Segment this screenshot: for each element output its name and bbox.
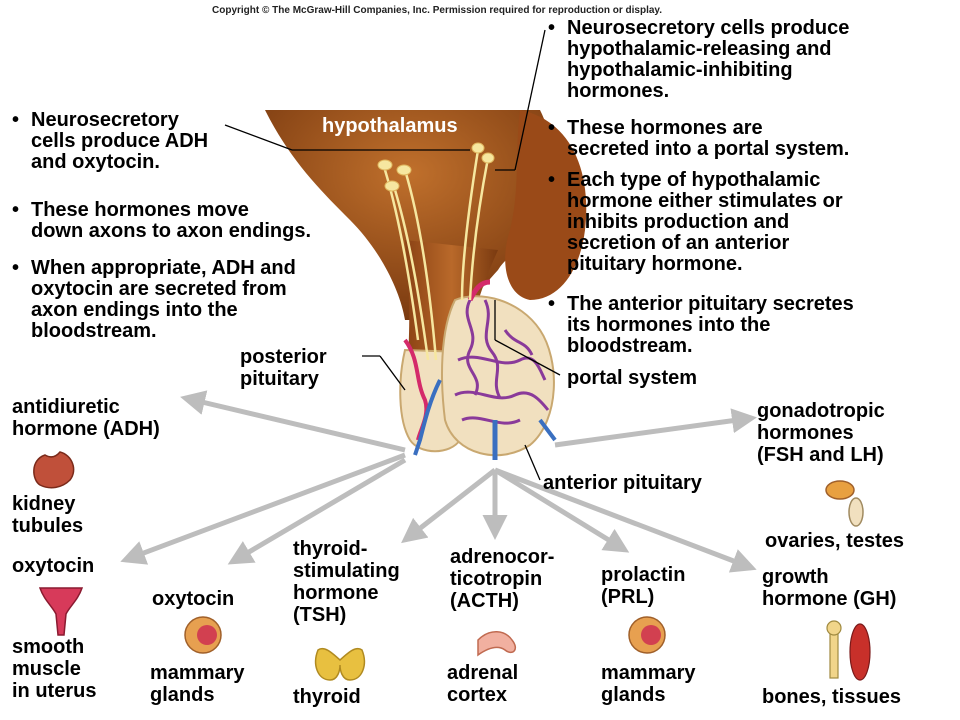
hormone-label-oxytocin-mammary: oxytocin	[152, 588, 235, 610]
copyright-notice: Copyright © The McGraw-Hill Companies, I…	[212, 5, 663, 16]
anterior-pituitary-label: anterior pituitary	[543, 472, 702, 494]
adrenal-cortex-icon	[477, 631, 517, 657]
target-label-mammary-1: mammary glands	[150, 662, 245, 706]
right-note-2: •These hormones are secreted into a port…	[548, 117, 850, 160]
hormone-label-adh: antidiuretic hormone (ADH)	[12, 396, 160, 440]
chiasm-lobe	[505, 110, 587, 300]
hypothalamus-label: hypothalamus	[322, 115, 458, 137]
mammary-gland-icon-2	[628, 616, 666, 654]
target-label-thyroid: thyroid	[293, 686, 361, 708]
hormone-label-oxytocin-uterus: oxytocin	[12, 555, 95, 577]
right-note-4: •The anterior pituitary secretes its hor…	[548, 293, 854, 357]
hormone-arrows	[120, 390, 757, 573]
target-label-kidney: kidney tubules	[12, 493, 84, 537]
target-label-adrenal: adrenal cortex	[447, 662, 519, 706]
uterus-icon	[38, 587, 84, 636]
portal-capillaries	[454, 299, 550, 425]
portal-system-label: portal system	[567, 367, 698, 389]
target-label-uterus: smooth muscle in uterus	[12, 636, 97, 702]
posterior-pituitary-label: posterior pituitary	[240, 346, 327, 390]
anterior-vein-branch	[538, 418, 557, 442]
left-note-3: •When appropriate, ADH and oxytocin are …	[12, 257, 296, 342]
target-label-mammary-2: mammary glands	[601, 662, 696, 706]
neurosecretory-axons	[383, 149, 490, 361]
infundibulum	[405, 240, 498, 360]
mammary-gland-icon-1	[184, 616, 222, 654]
target-label-bones: bones, tissues	[762, 686, 901, 708]
ovary-testis-icon	[825, 480, 864, 527]
hormone-label-gonadotropic: gonadotropic hormones (FSH and LH)	[757, 400, 885, 466]
right-note-3: •Each type of hypothalamic hormone eithe…	[548, 169, 843, 275]
target-label-gonads: ovaries, testes	[765, 530, 904, 552]
hormone-label-prl: prolactin (PRL)	[601, 564, 686, 608]
bone-muscle-icon	[826, 620, 871, 681]
posterior-vein	[413, 379, 442, 456]
hormone-label-tsh: thyroid- stimulating hormone (TSH)	[293, 538, 400, 626]
left-note-1: •Neurosecretory cells produce ADH and ox…	[12, 109, 209, 173]
hormone-label-gh: growth hormone (GH)	[762, 566, 897, 610]
leader-lines	[224, 29, 561, 481]
hormone-label-acth: adrenocor- ticotropin (ACTH)	[450, 546, 555, 612]
left-note-2: •These hormones move down axons to axon …	[12, 199, 312, 242]
neurosecretory-cell-bodies	[377, 142, 495, 192]
thyroid-icon	[314, 648, 366, 681]
kidney-icon	[33, 451, 75, 489]
right-note-1: •Neurosecretory cells produce hypothalam…	[548, 17, 850, 102]
